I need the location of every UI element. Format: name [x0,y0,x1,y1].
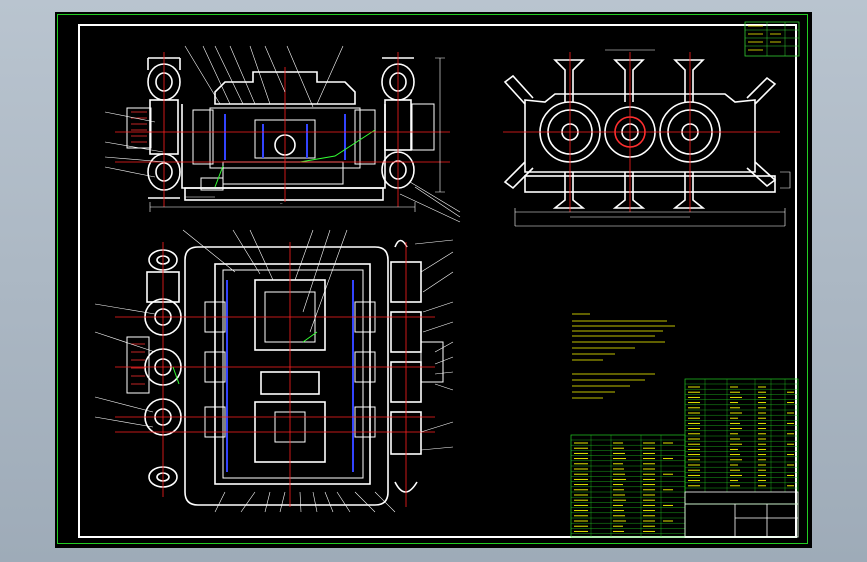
technical-notes [572,313,675,399]
front-green-lines [214,129,376,188]
top-leaders [94,229,454,513]
parts-list-rows [571,379,798,537]
front-hidden-lines [224,114,346,160]
side-arms-top [503,59,777,105]
title-block [684,491,799,538]
top-hidden-lines [226,280,354,472]
front-base [184,177,384,201]
cad-drawing-viewport[interactable]: — [55,12,812,548]
front-view: — [104,45,461,223]
central-gearbox [181,71,386,189]
side-dimensions [514,49,791,227]
front-leaders [104,45,461,223]
revision-block [744,21,800,57]
drawing-canvas: — [94,21,800,538]
side-view [503,49,791,227]
drawing-border-outer [57,14,808,544]
front-center-lines [115,52,450,207]
top-left-rollers [126,249,182,488]
right-roll-stand [381,57,435,189]
side-center-lines [503,52,780,212]
top-right-rollers [390,239,444,493]
drawing-border-inner [78,24,797,538]
top-center-lines [115,242,435,507]
side-arms-bottom [503,161,777,209]
top-view [94,229,454,513]
top-green-lines [172,331,318,385]
front-dim-width: — [280,201,283,206]
front-dimensions [149,57,445,212]
